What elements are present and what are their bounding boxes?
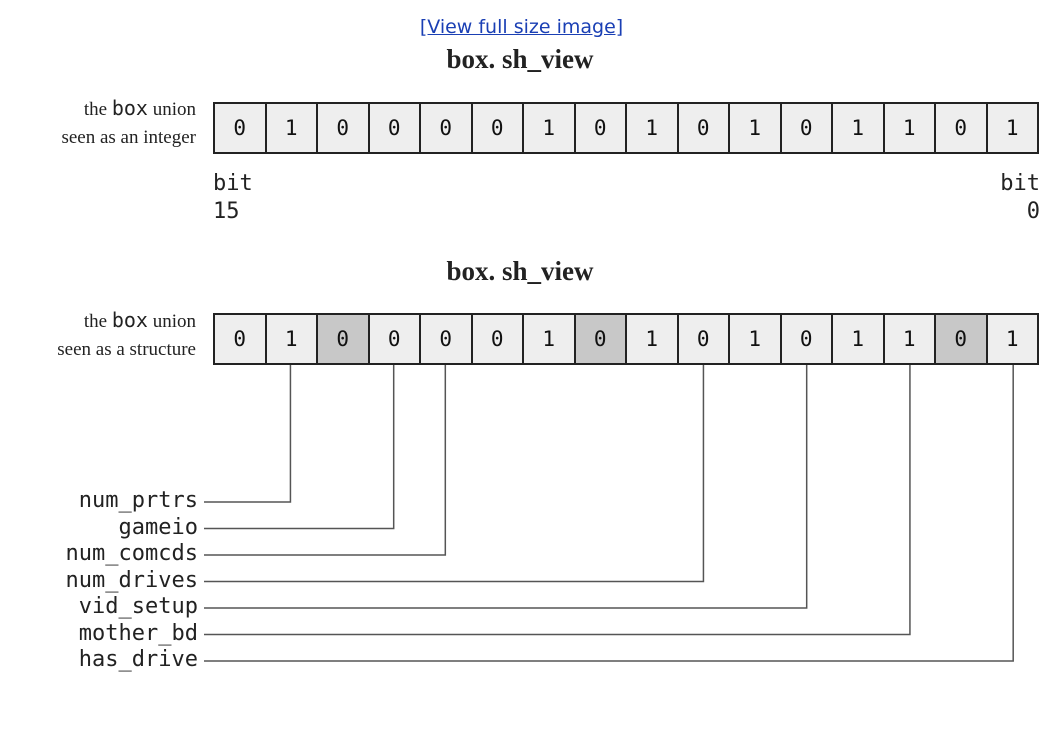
field-label: num_drives (65, 567, 198, 593)
structure-view-label: the box union seen as a structure (0, 306, 196, 364)
structure-bit-cell: 0 (779, 313, 833, 365)
view-full-size-link[interactable]: [View full size image] (419, 16, 624, 38)
structure-bit-cell: 1 (522, 313, 576, 365)
structure-bit-cell: 1 (264, 313, 318, 365)
label-text: union (152, 311, 196, 332)
field-label: mother_bd (78, 620, 198, 646)
structure-bit-cell: 0 (573, 313, 627, 365)
bit-15-marker: bit 15 (213, 170, 253, 226)
leader-line (204, 365, 447, 556)
bit-0-marker: bit 0 (980, 170, 1040, 226)
integer-bit-cell: 1 (985, 102, 1039, 154)
bit-marker-number: 15 (213, 199, 240, 224)
leader-line (204, 365, 808, 609)
integer-bit-cell: 0 (316, 102, 370, 154)
integer-bit-cell: 1 (882, 102, 936, 154)
structure-view-label-line1: the box union (0, 306, 196, 336)
bit-marker-number: 0 (1026, 199, 1040, 224)
leader-line (204, 365, 911, 636)
label-text: the (83, 311, 108, 332)
field-label: gameio (118, 514, 198, 540)
integer-bit-cell: 0 (419, 102, 473, 154)
structure-bit-cell: 0 (419, 313, 473, 365)
field-label: has_drive (78, 647, 198, 672)
field-label: vid_setup (78, 594, 198, 619)
integer-view-label-line1: the box union (0, 94, 196, 124)
structure-bit-cell: 0 (470, 313, 524, 365)
integer-bit-cell: 0 (213, 102, 267, 154)
leader-line (204, 365, 1014, 662)
structure-bit-cell: 0 (676, 313, 730, 365)
bit-marker-word: bit (213, 171, 253, 196)
structure-bit-cell: 0 (316, 313, 370, 365)
label-code: box (111, 308, 148, 332)
integer-bit-cell: 0 (470, 102, 524, 154)
field-label: num_comcds (65, 541, 198, 566)
label-text: the (83, 99, 108, 120)
structure-view-label-line2: seen as a structure (57, 339, 196, 360)
integer-bit-cell: 1 (728, 102, 782, 154)
label-code: box (111, 96, 148, 120)
label-text: union (152, 99, 196, 120)
leader-line (204, 365, 705, 583)
structure-bit-cell: 1 (728, 313, 782, 365)
integer-bit-cell: 0 (573, 102, 627, 154)
integer-view-label: the box union seen as an integer (0, 94, 196, 152)
structure-bit-cell: 0 (367, 313, 421, 365)
integer-bit-cell: 0 (779, 102, 833, 154)
structure-bit-cell: 1 (985, 313, 1039, 365)
integer-bit-cell: 1 (264, 102, 318, 154)
integer-view-title: box. sh_view (446, 44, 594, 74)
integer-bit-cell: 0 (367, 102, 421, 154)
integer-view-label-line2: seen as an integer (61, 127, 196, 148)
bit-marker-word: bit (1000, 171, 1040, 196)
structure-bit-cell: 1 (882, 313, 936, 365)
structure-view-title: box. sh_view (446, 256, 594, 286)
field-label: num_prtrs (78, 488, 198, 513)
leader-line (204, 365, 292, 503)
leader-line (204, 365, 395, 530)
